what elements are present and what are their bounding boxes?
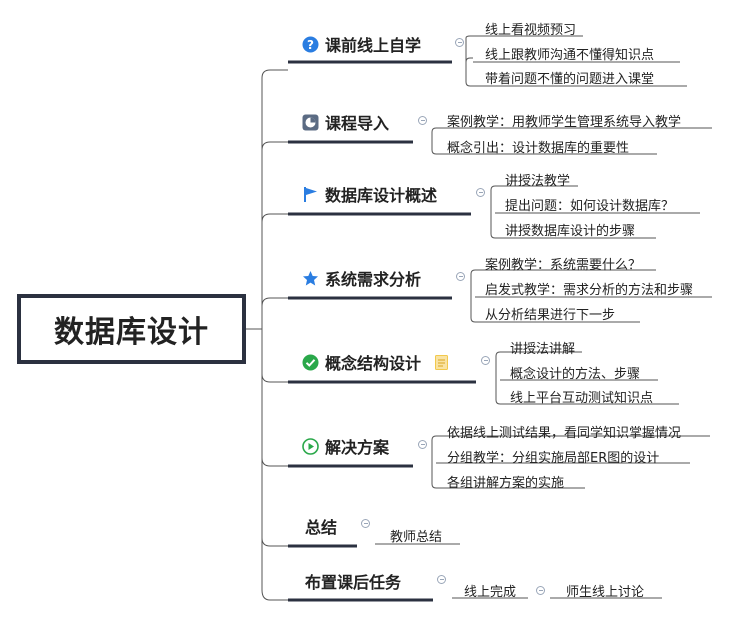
- root-label: 数据库设计: [54, 315, 209, 350]
- pie-chart-icon: [302, 114, 319, 131]
- topic-db-design-overview[interactable]: 数据库设计概述: [302, 182, 437, 206]
- leaf-item: 案例教学：用教师学生管理系统导入教学: [447, 115, 682, 130]
- topic-label: 布置课后任务: [305, 573, 402, 592]
- topic-conceptual-design[interactable]: 概念结构设计: [302, 350, 450, 374]
- star-icon: [302, 270, 319, 287]
- topic-solution[interactable]: 解决方案: [302, 434, 389, 458]
- question-icon: ?: [302, 36, 319, 53]
- topic-label: 课前线上自学: [325, 36, 422, 55]
- note-icon[interactable]: [433, 354, 450, 371]
- leaf-item: 讲授法教学: [505, 174, 571, 189]
- check-circle-icon: [302, 354, 319, 371]
- topic-label: 解决方案: [325, 438, 390, 457]
- topic-label: 课程导入: [325, 114, 390, 133]
- topic-self-study[interactable]: ? 课前线上自学: [302, 32, 421, 56]
- topic-label: 数据库设计概述: [325, 186, 438, 205]
- collapse-toggle[interactable]: [455, 38, 464, 47]
- collapse-toggle[interactable]: [481, 356, 490, 365]
- collapse-toggle[interactable]: [437, 575, 446, 584]
- leaf-item: 讲授数据库设计的步骤: [505, 224, 636, 239]
- collapse-toggle[interactable]: [418, 440, 427, 449]
- leaf-item: 教师总结: [390, 530, 443, 545]
- leaf-item: 从分析结果进行下一步: [485, 308, 616, 323]
- topic-course-intro[interactable]: 课程导入: [302, 110, 389, 134]
- leaf-item: 启发式教学：需求分析的方法和步骤: [485, 283, 694, 298]
- topic-label: 总结: [305, 518, 338, 537]
- topic-homework[interactable]: 布置课后任务: [305, 569, 401, 593]
- topic-requirement-analysis[interactable]: 系统需求分析: [302, 266, 421, 290]
- leaf-item: 线上跟教师沟通不懂得知识点: [485, 48, 655, 63]
- topic-summary[interactable]: 总结: [305, 514, 337, 538]
- leaf-item: 分组教学：分组实施局部ER图的设计: [447, 451, 660, 466]
- collapse-toggle[interactable]: [361, 519, 370, 528]
- topic-label: 系统需求分析: [325, 270, 422, 289]
- leaf-item: 线上看视频预习: [485, 23, 577, 38]
- collapse-toggle[interactable]: [456, 272, 465, 281]
- topic-label: 概念结构设计: [325, 354, 422, 373]
- play-circle-icon: [302, 437, 319, 455]
- leaf-item: 带着问题不懂的问题进入课堂: [485, 72, 655, 87]
- svg-text:?: ?: [307, 38, 314, 52]
- leaf-item: 各组讲解方案的实施: [447, 476, 565, 491]
- collapse-toggle[interactable]: [536, 586, 545, 595]
- leaf-item: 线上平台互动测试知识点: [510, 391, 654, 406]
- leaf-item: 依据线上测试结果，看同学知识掌握情况: [447, 426, 682, 441]
- leaf-item: 概念引出：设计数据库的重要性: [447, 141, 630, 156]
- leaf-item: 师生线上讨论: [566, 585, 645, 600]
- collapse-toggle[interactable]: [476, 188, 485, 197]
- flag-icon: [302, 186, 319, 203]
- leaf-item: 案例教学：系统需要什么？: [485, 258, 642, 273]
- collapse-toggle[interactable]: [418, 116, 427, 125]
- leaf-item: 讲授法讲解: [510, 342, 576, 357]
- leaf-item: 提出问题：如何设计数据库？: [505, 199, 675, 214]
- leaf-item: 概念设计的方法、步骤: [510, 367, 641, 382]
- root-node[interactable]: 数据库设计: [17, 294, 246, 364]
- leaf-item: 线上完成: [464, 585, 517, 600]
